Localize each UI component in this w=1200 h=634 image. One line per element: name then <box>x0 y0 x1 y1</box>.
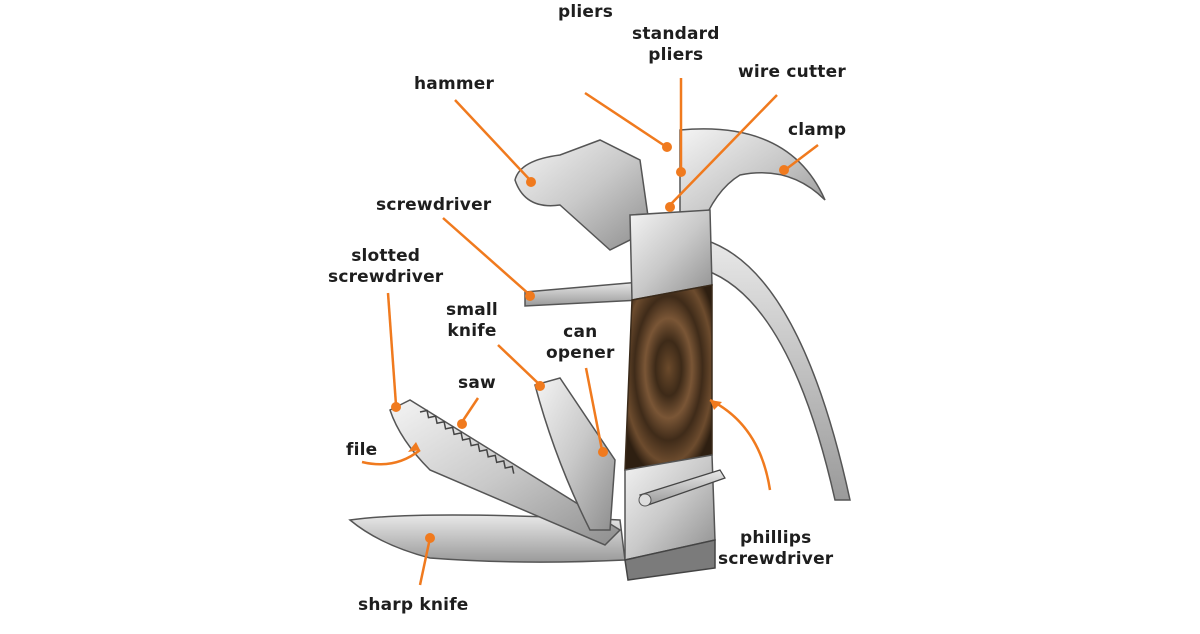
small-knife-blade <box>534 377 616 531</box>
label-standard-pliers-line2: pliers <box>648 45 704 65</box>
label-slotted-screwdriver-line1: slotted <box>351 246 421 266</box>
dot-can-opener <box>598 447 608 457</box>
label-hammer: hammer <box>414 74 494 95</box>
label-phillips-screwdriver-line1: phillips <box>739 528 812 548</box>
label-pliers-line1: pliers <box>558 2 614 22</box>
label-small-knife-line1: small <box>446 300 498 320</box>
back-arm <box>704 238 851 501</box>
dot-screwdriver <box>525 291 535 301</box>
label-clamp-line1: clamp <box>788 120 847 140</box>
label-standard-pliers-line1: standard <box>632 24 720 44</box>
leader-small-knife <box>497 344 541 386</box>
label-wire-cutter-line1: wire cutter <box>738 62 846 82</box>
label-can-opener: can opener <box>546 322 615 364</box>
dot-standard-pliers <box>676 167 686 177</box>
sharp-knife-blade <box>348 514 626 563</box>
leader-can-opener <box>584 367 604 451</box>
label-sharp-knife-line1: sharp knife <box>358 595 469 615</box>
clamp-claw <box>679 128 826 231</box>
dot-saw <box>457 419 467 429</box>
dot-hammer <box>526 177 536 187</box>
dot-slotted-screwdriver <box>391 402 401 412</box>
screwdriver-arm <box>524 281 641 307</box>
label-saw: saw <box>458 373 496 394</box>
leader-slotted-screwdriver <box>386 292 398 406</box>
label-wire-cutter: wire cutter <box>738 62 846 83</box>
dot-wire-cutter <box>665 202 675 212</box>
label-can-opener-line1: can <box>563 322 598 342</box>
leader-saw <box>460 397 480 423</box>
lever-pivot <box>638 493 652 507</box>
dot-pliers <box>662 142 672 152</box>
label-hammer-line1: hammer <box>414 74 495 94</box>
label-file: file <box>346 440 377 461</box>
saw-teeth <box>419 409 515 474</box>
dot-small-knife <box>535 381 545 391</box>
leader-lines <box>361 78 819 586</box>
leader-sharp-knife <box>418 537 432 586</box>
label-slotted-screwdriver-line2: screwdriver <box>328 267 444 287</box>
label-can-opener-line2: opener <box>546 343 615 363</box>
leader-screwdriver <box>442 217 531 296</box>
label-screwdriver-line1: screwdriver <box>376 195 492 215</box>
label-small-knife: small knife <box>446 300 498 342</box>
label-phillips-screwdriver-line2: screwdriver <box>718 549 834 569</box>
label-sharp-knife: sharp knife <box>358 595 469 616</box>
leader-dots <box>391 142 789 543</box>
handle-bolster-top <box>629 209 713 301</box>
leader-wire-cutter <box>669 94 778 206</box>
hammer-head <box>514 139 651 251</box>
dot-sharp-knife <box>425 533 435 543</box>
handle-end-cap <box>624 539 716 581</box>
leader-file <box>361 449 421 466</box>
arrow-phillips <box>710 400 722 410</box>
leader-clamp <box>784 144 819 171</box>
label-slotted-screwdriver: slotted screwdriver <box>328 246 443 288</box>
label-standard-pliers: standard pliers <box>632 24 720 66</box>
dot-clamp <box>779 165 789 175</box>
leader-hammer <box>454 99 531 181</box>
label-saw-line1: saw <box>458 373 496 393</box>
arrow-file <box>408 442 420 452</box>
label-small-knife-line2: knife <box>447 321 497 341</box>
leader-phillips-screwdriver <box>709 398 772 491</box>
label-phillips-screwdriver: phillips screwdriver <box>718 528 833 570</box>
wood-handle <box>624 284 713 471</box>
label-pliers: pliers <box>558 2 613 23</box>
label-clamp: clamp <box>788 120 846 141</box>
label-screwdriver: screwdriver <box>376 195 491 216</box>
label-file-line1: file <box>346 440 378 460</box>
leader-pliers <box>584 91 666 148</box>
